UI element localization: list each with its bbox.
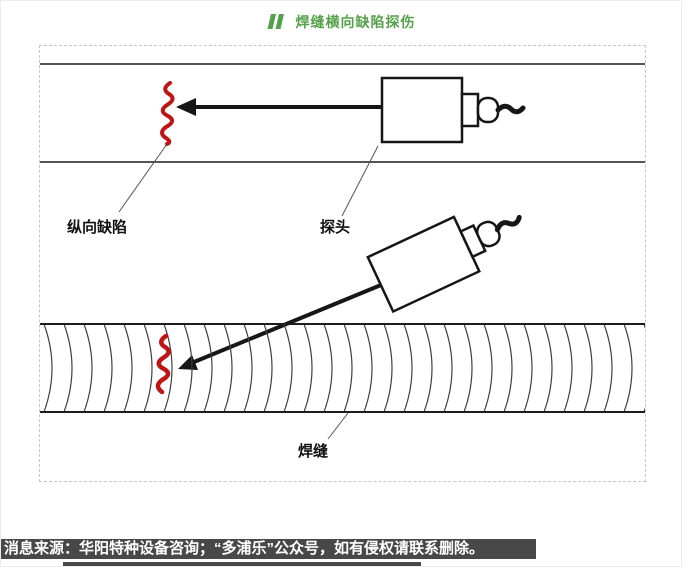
label-longitudinal-defect: 纵向缺陷 — [67, 218, 127, 236]
quote-stroke — [275, 14, 284, 29]
probe-horizontal — [380, 76, 526, 144]
source-bar-secondary — [63, 562, 421, 566]
header: 焊缝横向缺陷探伤 — [1, 1, 681, 43]
probe-cable — [494, 214, 522, 233]
source-bar: 消息来源：华阳特种设备咨询；“多浦乐”公众号，如有侵权请联系删除。 — [1, 539, 536, 559]
label-probe: 探头 — [320, 218, 350, 236]
plate-side-view — [40, 63, 645, 163]
beam-arrow-horizontal — [176, 98, 382, 116]
quote-icon — [267, 14, 284, 29]
diagram-box: 纵向缺陷 探头 — [39, 45, 646, 482]
quote-stroke — [267, 14, 276, 29]
leader-probe — [341, 145, 379, 217]
weld-seam-band — [40, 323, 645, 413]
probe-cable — [495, 103, 526, 115]
defect-mark-weld — [155, 333, 171, 395]
probe-angled — [366, 214, 522, 314]
label-weld: 焊缝 — [298, 442, 328, 460]
source-text: 消息来源：华阳特种设备咨询；“多浦乐”公众号，如有侵权请联系删除。 — [4, 540, 485, 557]
leader-weld — [327, 412, 349, 440]
defect-mark-top — [160, 81, 175, 146]
leader-longitudinal-defect — [118, 143, 168, 213]
page-title: 焊缝横向缺陷探伤 — [295, 14, 416, 30]
diagram-svg: 纵向缺陷 探头 — [40, 63, 645, 460]
